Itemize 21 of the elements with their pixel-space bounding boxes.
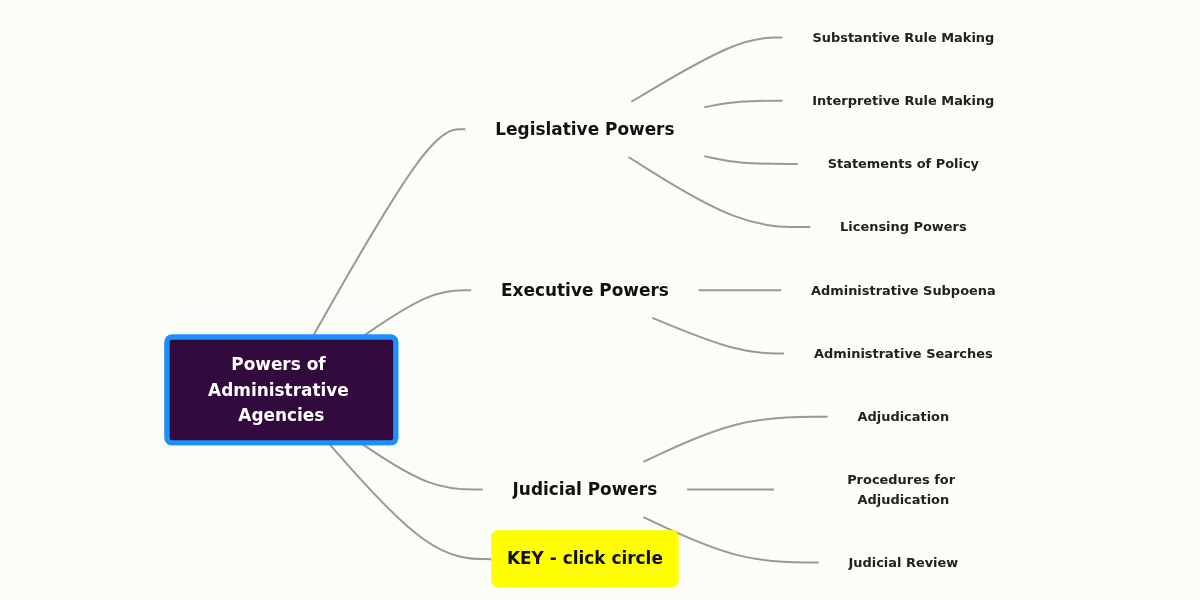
node-text: Licensing Powers bbox=[840, 219, 967, 235]
node-text: Administrative Subpoena bbox=[811, 282, 996, 298]
node-text: Executive Powers bbox=[501, 279, 669, 300]
node-text: Judicial Review bbox=[848, 554, 959, 570]
connector bbox=[642, 516, 820, 564]
connector bbox=[686, 488, 776, 491]
node-text: Substantive Rule Making bbox=[812, 29, 995, 45]
node-text: Adjudication bbox=[857, 408, 950, 424]
node-text: Administrative Searches bbox=[814, 345, 993, 361]
connector bbox=[642, 415, 829, 463]
node-text: Legislative Powers bbox=[495, 118, 675, 139]
node-text: Interpretive Rule Making bbox=[812, 93, 995, 108]
node-text: Procedures for Adjudication bbox=[847, 472, 956, 507]
connector bbox=[630, 36, 784, 103]
node-text: Judicial Powers bbox=[512, 478, 658, 499]
connector bbox=[703, 155, 799, 165]
connector bbox=[703, 99, 784, 109]
connector bbox=[627, 155, 812, 229]
node-text: Statements of Policy bbox=[827, 156, 980, 172]
connector bbox=[697, 289, 783, 292]
connector bbox=[651, 316, 786, 355]
